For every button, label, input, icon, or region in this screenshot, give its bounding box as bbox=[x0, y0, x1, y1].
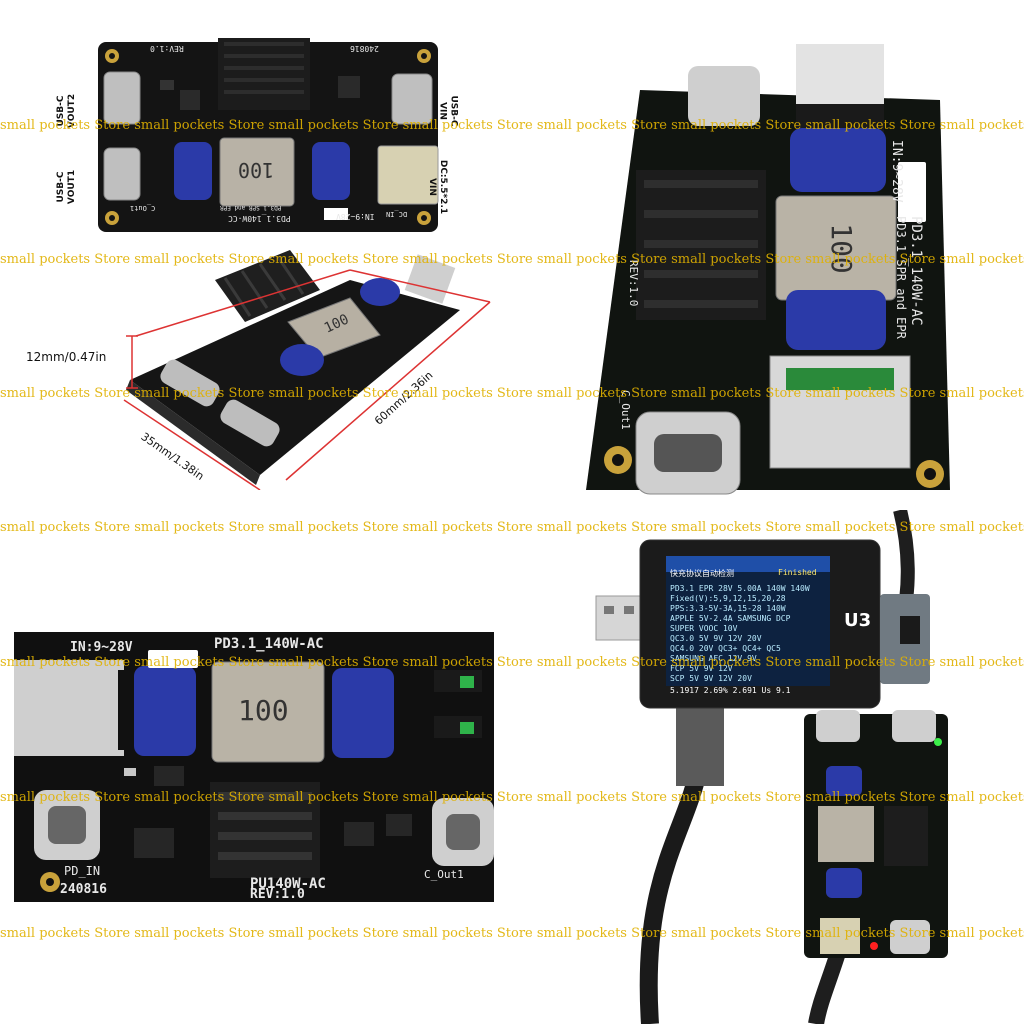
model-silkscreen: PD3.1_140W-CC bbox=[228, 214, 291, 223]
usbc-vout1-label-line2: VOUT1 bbox=[67, 169, 78, 205]
model-silkscreen-flat: PD3.1_140W-AC bbox=[214, 636, 324, 652]
watermark-row: small pockets Store small pockets Store … bbox=[0, 790, 1024, 805]
screen-line-4: APPLE 5V-2.4A SAMSUNG DCP bbox=[670, 614, 791, 623]
board-angled-closeup-photo: 100 IN:9~28V PD3.1_140W-AC PD3.1 SPR and… bbox=[580, 20, 1024, 500]
watermark-row: small pockets Store small pockets Store … bbox=[0, 252, 1024, 267]
inductor-marking-flat: 100 bbox=[238, 694, 289, 727]
spr-silkscreen-closeup: PD3.1 SPR and EPR bbox=[894, 216, 908, 339]
input-range-silkscreen-flat: IN:9~28V bbox=[70, 640, 133, 655]
watermark-row: small pockets Store small pockets Store … bbox=[0, 520, 1024, 535]
screen-line-3: PPS:3.3-5V-3A,15-28 140W bbox=[670, 604, 786, 613]
board-flat-photo: IN:9~28V PD3.1_140W-AC 100 PD_IN 240816 … bbox=[14, 632, 494, 902]
board-angled-closeup-illustration bbox=[586, 44, 950, 495]
screen-line-8: SAMSUNG AFC 12V 9V bbox=[670, 654, 757, 663]
screen-line-5: SUPER VOOC 10V bbox=[670, 624, 738, 633]
dc-vin-label: DC:5.5*2.1 VIN bbox=[426, 160, 448, 214]
screen-line-1: PD3.1 EPR 28V 5.00A 140W 140W bbox=[670, 584, 810, 593]
spr-silkscreen: PD3.1 SPR and EPR bbox=[220, 204, 282, 211]
watermark-row: small pockets Store small pockets Store … bbox=[0, 655, 1024, 670]
inductor-marking: 100 bbox=[238, 158, 275, 182]
dc-vin-label-line1: DC:5.5*2.1 bbox=[438, 159, 449, 215]
input-range-silkscreen-closeup: IN:9~28V bbox=[889, 140, 904, 203]
screen-line-10: SCP 5V 9V 12V 20V bbox=[670, 674, 752, 683]
watermark-row: small pockets Store small pockets Store … bbox=[0, 118, 1024, 133]
dc-vin-label-line2: VIN bbox=[427, 178, 438, 196]
dc-in-silkscreen: DC_IN bbox=[386, 210, 408, 218]
tester-label: U3 bbox=[844, 610, 872, 631]
model-silkscreen-closeup: PD3.1_140W-AC bbox=[908, 216, 924, 326]
height-dimension-label: 12mm/0.47in bbox=[26, 350, 107, 364]
date-silkscreen-flat: 240816 bbox=[60, 882, 107, 897]
usb-tester-illustration bbox=[595, 508, 948, 1026]
board-name-silkscreen: PU140W-AC bbox=[250, 876, 326, 892]
board-dimension-illustration bbox=[123, 250, 491, 491]
revision-silkscreen-flat: REV:1.0 bbox=[250, 887, 305, 902]
watermark-row: small pockets Store small pockets Store … bbox=[0, 386, 1024, 401]
watermark-row: small pockets Store small pockets Store … bbox=[0, 926, 1024, 941]
screen-footer: 5.1917 2.69% 2.691 Us 9.1 bbox=[670, 686, 791, 695]
board-top-view-photo: 100 PD3.1_140W-CC PD3.1 SPR and EPR IN:9… bbox=[56, 30, 460, 240]
board-flat-illustration bbox=[14, 632, 494, 902]
screen-line-6: QC3.0 5V 9V 12V 20V bbox=[670, 634, 762, 643]
screen-line-9: FCP 5V 9V 12V bbox=[670, 664, 733, 673]
screen-status: Finished bbox=[778, 568, 817, 577]
usbc-vout1-label-line1: USB-C bbox=[56, 171, 67, 203]
board-dimension-photo: 100 12mm/0.47in 35mm/1.38in 60mm/2.36in bbox=[20, 240, 500, 491]
revision-silkscreen: REV:1.0 bbox=[150, 44, 184, 53]
c-out-silkscreen-flat: C_Out1 bbox=[424, 868, 464, 881]
usb-tester-photo: U3 快充协议自动检测 Finished PD3.1 EPR 28V 5.00A… bbox=[580, 508, 1024, 1026]
input-range-silkscreen: IN:9~28V bbox=[336, 212, 375, 221]
date-silkscreen: 240816 bbox=[350, 44, 379, 53]
screen-header: 快充协议自动检测 bbox=[670, 569, 734, 578]
board-top-view-illustration bbox=[98, 38, 439, 232]
pd-in-silkscreen: PD_IN bbox=[64, 864, 101, 878]
c-out1-silkscreen: C_Out1 bbox=[130, 204, 156, 212]
screen-line-7: QC4.0 20V QC3+ QC4+ QC5 bbox=[670, 644, 781, 653]
screen-line-2: Fixed(V):5,9,12,15,20,28 bbox=[670, 594, 786, 603]
usbc-vout1-label: USB-C VOUT1 bbox=[56, 170, 78, 204]
